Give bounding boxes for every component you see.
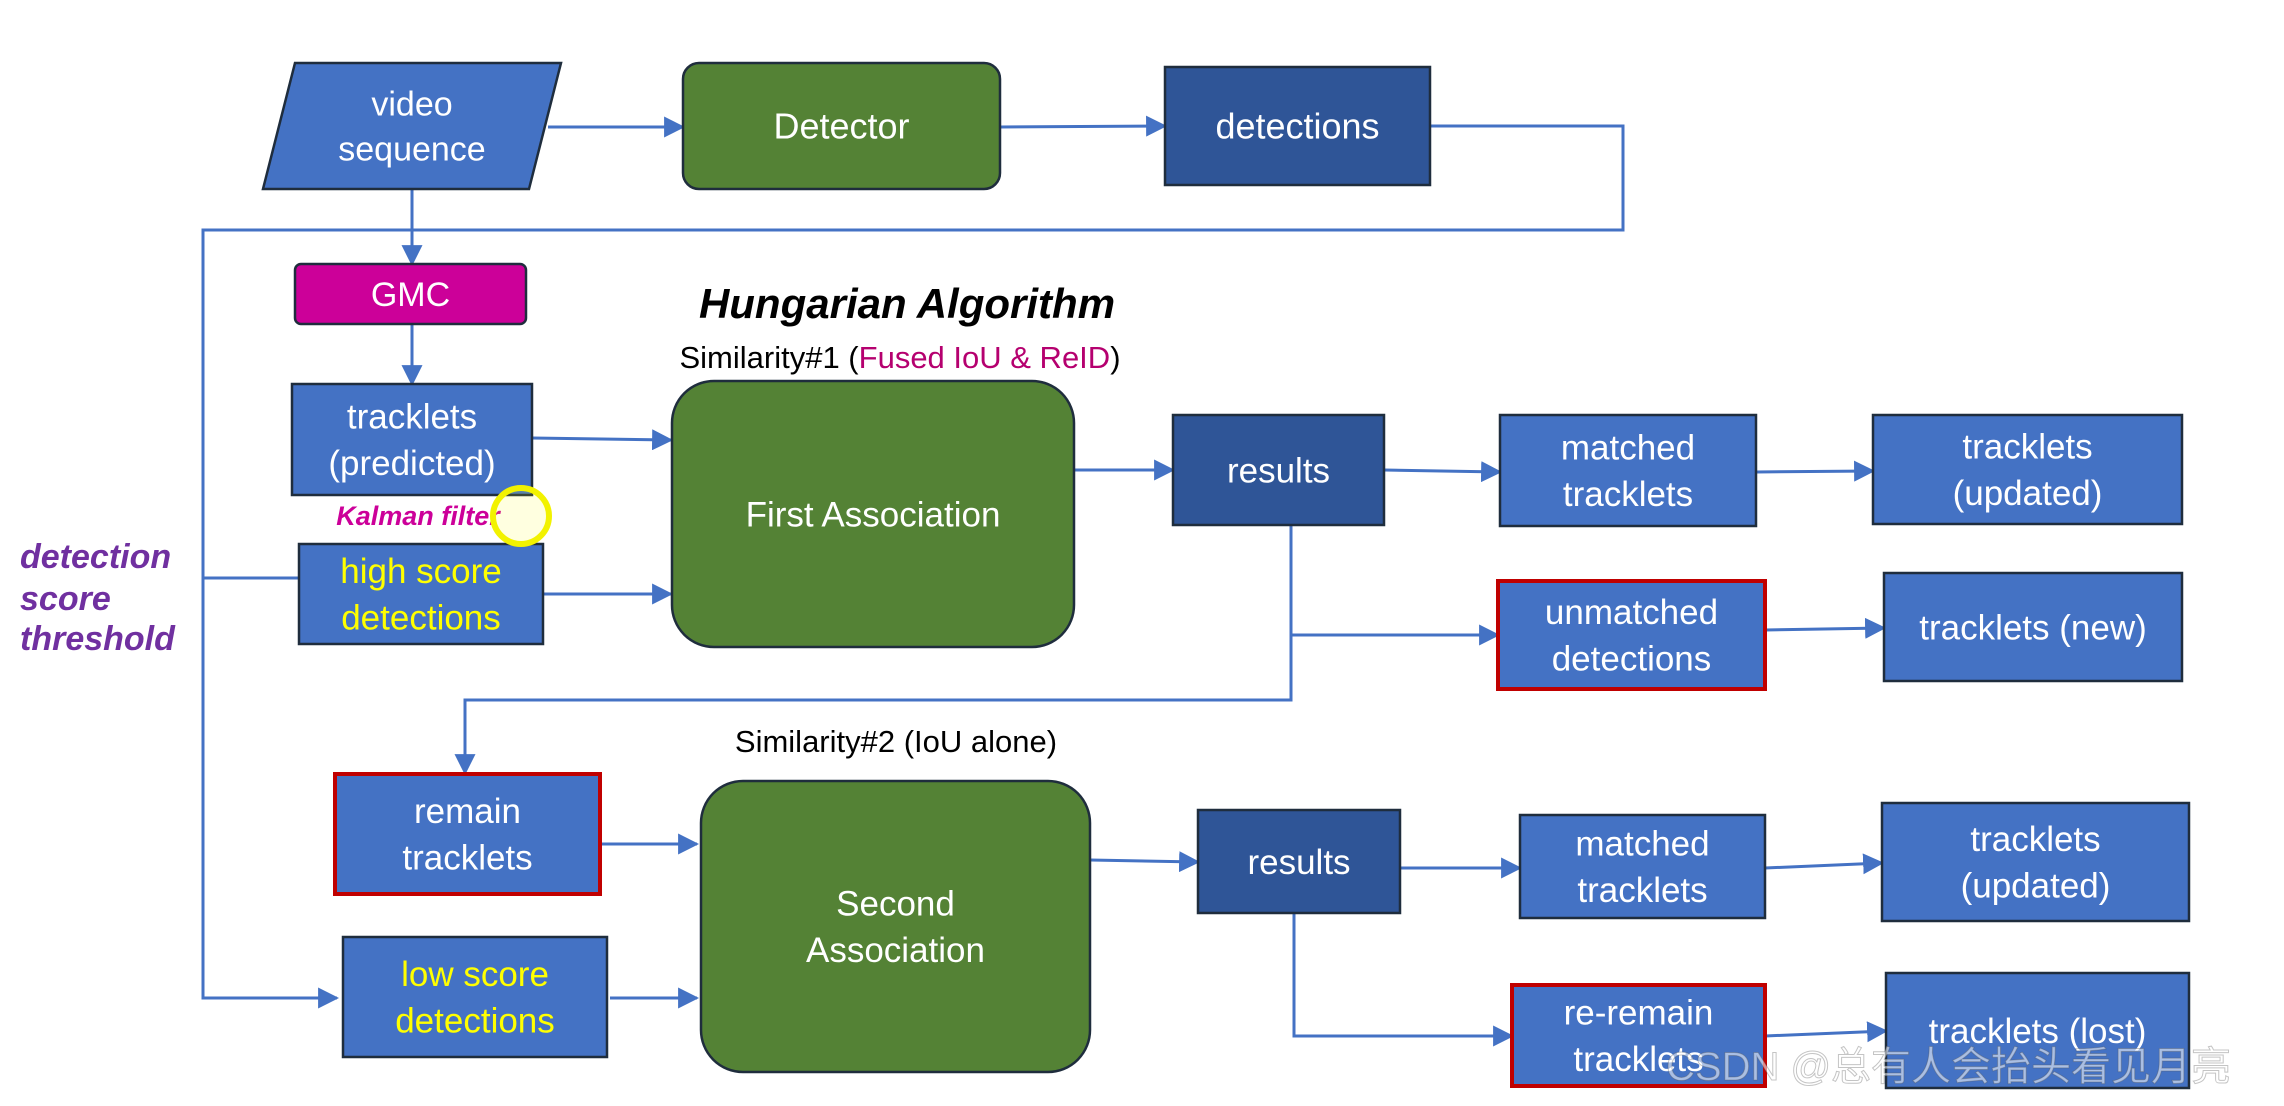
node-results2-shape — [1196, 808, 1402, 915]
node-gmc-shape — [293, 262, 528, 326]
node-unmatched-label-line: detections — [1552, 639, 1712, 678]
node-unmatched-shape — [1496, 579, 1767, 691]
node-matched1-label-line: tracklets — [1563, 475, 1693, 514]
node-updated2: tracklets (updated) — [1880, 801, 2191, 923]
connector-lines — [201, 115, 1889, 1047]
node-low-score-shape — [341, 935, 609, 1059]
node-results2-label-line: results — [1247, 843, 1350, 882]
node-low-score-label-line: detections — [395, 1001, 555, 1040]
node-second-assoc-label-line: Association — [806, 931, 985, 970]
node-unmatched-label-line: unmatched — [1545, 593, 1718, 632]
node-matched1-shape — [1498, 413, 1758, 528]
node-lost: tracklets (lost) — [1884, 971, 2191, 1090]
node-low-score-label-line: low score — [401, 955, 549, 994]
kalman-filter-label: Kalman filter — [336, 501, 501, 531]
node-video-shape — [261, 61, 563, 191]
node-matched2-label-line: matched — [1575, 825, 1709, 864]
node-matched1-label-line: matched — [1561, 429, 1695, 468]
node-video-label-line: sequence — [338, 130, 485, 168]
node-detector-shape — [681, 61, 1002, 191]
node-results1-label-line: results — [1227, 451, 1330, 490]
edge-matched1-updated1 — [1755, 460, 1876, 482]
node-second-assoc-label-line: Second — [836, 885, 955, 924]
node-updated2-label-line: (updated) — [1961, 866, 2111, 905]
node-updated2-label-line: tracklets — [1970, 820, 2100, 859]
node-gmc: GMC — [293, 262, 528, 326]
node-reremain: re-remain tracklets — [1510, 983, 1767, 1088]
node-tracklets-pred-label-line: (predicted) — [328, 444, 495, 483]
edge-results1-matched1 — [1383, 461, 1503, 483]
node-detector: Detector — [681, 61, 1002, 191]
node-tracklets-pred-label-line: tracklets — [347, 398, 477, 437]
node-low-score: low score detections — [341, 935, 609, 1059]
node-updated1-label-line: tracklets — [1962, 428, 2092, 467]
node-tracklets-pred-shape — [290, 382, 534, 497]
node-matched1: matched tracklets — [1498, 413, 1758, 528]
node-results1-shape — [1171, 413, 1386, 527]
node-video-label-line: video — [371, 85, 452, 123]
edge-second-assoc-results2 — [1089, 851, 1201, 873]
node-detections-label-line: detections — [1215, 106, 1379, 147]
node-remain-shape — [333, 772, 602, 896]
node-updated1: tracklets (updated) — [1871, 413, 2184, 526]
node-high-score-label-line: high score — [340, 552, 501, 591]
node-detector-label-line: Detector — [773, 106, 909, 147]
node-reremain-label-line: re-remain — [1564, 994, 1714, 1033]
node-remain-label-line: tracklets — [402, 838, 532, 877]
node-updated2-shape — [1880, 801, 2191, 923]
edge-matched2-updated2 — [1764, 853, 1885, 875]
node-detections-shape — [1163, 65, 1432, 187]
node-first-assoc: First Association — [670, 379, 1076, 649]
edge-reremain-lost — [1764, 1021, 1889, 1043]
node-first-assoc-label-line: First Association — [746, 495, 1001, 534]
detection-score-threshold-label: detection score threshold — [20, 538, 181, 658]
node-high-score-shape — [297, 542, 545, 646]
node-new-label-line: tracklets (new) — [1919, 608, 2147, 647]
node-high-score: high score detections — [297, 542, 545, 646]
node-first-assoc-shape — [670, 379, 1076, 649]
node-second-assoc-shape — [699, 779, 1092, 1074]
edge-results1-down — [454, 525, 1293, 776]
node-unmatched: unmatched detections — [1496, 579, 1767, 691]
node-results1: results — [1171, 413, 1386, 527]
node-results2: results — [1196, 808, 1402, 915]
node-detections: detections — [1163, 65, 1432, 187]
diagram-title: Hungarian Algorithm — [699, 280, 1115, 327]
node-new: tracklets (new) — [1882, 571, 2184, 683]
node-matched2: matched tracklets — [1518, 813, 1767, 920]
similarity1-label: Similarity#1 (Fused IoU & ReID) — [679, 340, 1120, 375]
node-high-score-label-line: detections — [341, 598, 501, 637]
node-gmc-label-line: GMC — [371, 276, 450, 314]
edge-tracklets-first-assoc — [531, 429, 674, 451]
node-matched2-label-line: tracklets — [1577, 871, 1707, 910]
node-lost-shape — [1884, 971, 2191, 1090]
node-reremain-label-line: tracklets — [1573, 1040, 1703, 1079]
node-new-shape — [1882, 571, 2184, 683]
edge-detector-detections — [999, 115, 1168, 137]
node-lost-label-line: tracklets (lost) — [1929, 1012, 2147, 1051]
node-updated1-shape — [1871, 413, 2184, 526]
edge-unmatched-new — [1764, 617, 1887, 639]
node-video: video sequence — [261, 61, 563, 191]
node-remain: remain tracklets — [333, 772, 602, 896]
similarity2-label: Similarity#2 (IoU alone) — [735, 724, 1057, 759]
edge-detections-threshold-loop — [201, 124, 1625, 1009]
node-remain-label-line: remain — [414, 792, 521, 831]
watermark: CSDN @总有人会抬头看见月亮 — [1666, 1045, 2231, 1089]
cursor-highlight-ring — [490, 485, 552, 547]
node-tracklets-pred: tracklets (predicted) — [290, 382, 534, 497]
node-matched2-shape — [1518, 813, 1767, 920]
node-reremain-shape — [1510, 983, 1767, 1088]
edge-results2-reremain — [1292, 913, 1515, 1047]
node-updated1-label-line: (updated) — [1953, 474, 2103, 513]
